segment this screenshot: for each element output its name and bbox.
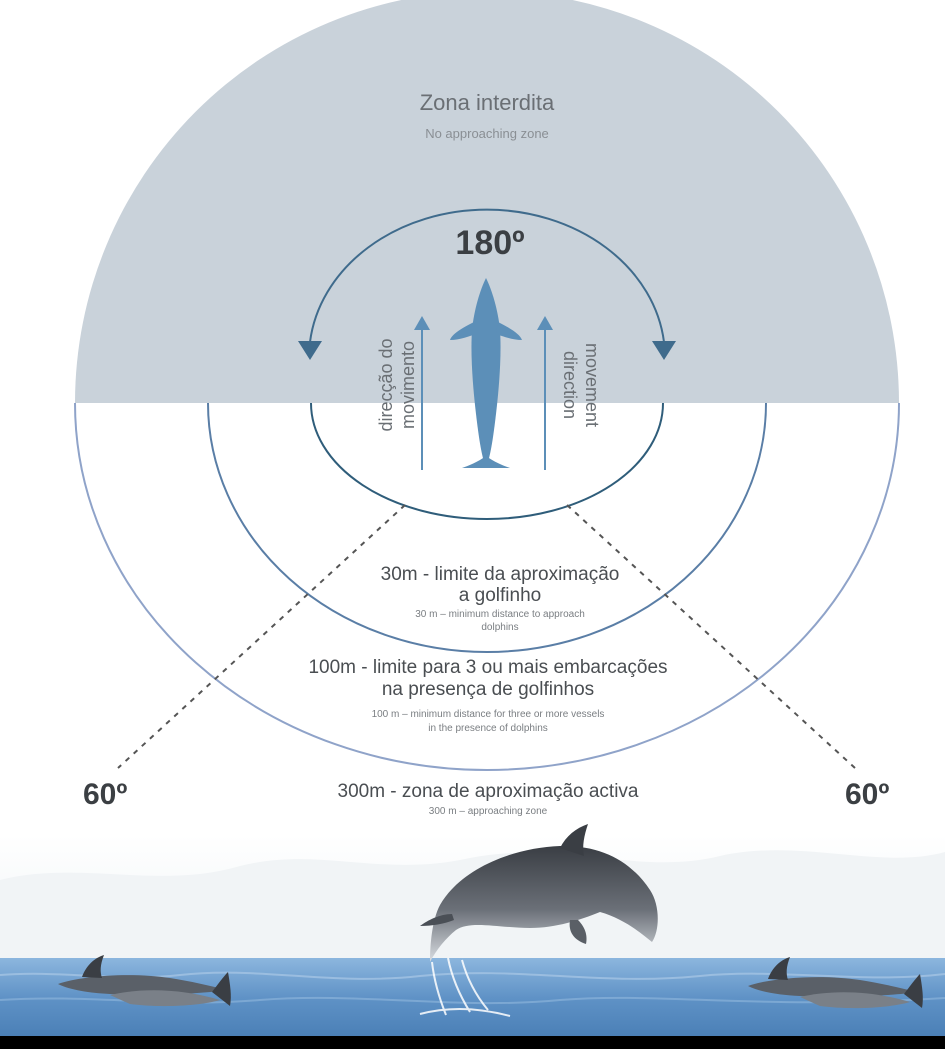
zone-100m-sub2: in the presence of dolphins xyxy=(428,723,548,734)
water-splash xyxy=(419,957,511,1017)
arc-arrowhead-left-icon xyxy=(298,341,322,360)
no-approach-subtitle: No approaching zone xyxy=(425,126,549,141)
no-approach-zone xyxy=(75,0,899,403)
direction-right-line2: direction xyxy=(560,351,580,419)
arc-arrowhead-right-icon xyxy=(652,341,676,360)
angle-180-label: 180º xyxy=(455,224,524,262)
direction-right-line1: movement xyxy=(582,343,602,427)
zone-100m-sub1: 100 m – minimum distance for three or mo… xyxy=(372,709,605,720)
zone-30m-line1: 30m - limite da aproximação xyxy=(381,564,620,585)
bottom-black-bar xyxy=(0,1036,945,1049)
arc-180-arrow xyxy=(309,208,665,343)
direction-label-left: direcção do movimento xyxy=(376,338,418,431)
zone-30m-line2: a golfinho xyxy=(459,585,541,606)
movement-arrowhead-right-icon xyxy=(537,316,553,330)
no-approach-title: Zona interdita xyxy=(420,90,555,115)
zone-30m-sub2: dolphins xyxy=(481,622,518,633)
direction-label-right: movement direction xyxy=(560,343,602,427)
zone-300m-sub1: 300 m – approaching zone xyxy=(429,806,548,817)
direction-left-line2: movimento xyxy=(398,341,418,429)
swimming-dolphins-right-icon xyxy=(748,957,923,1009)
ring-30m xyxy=(310,402,664,520)
zone-30m-sub1: 30 m – minimum distance to approach xyxy=(415,609,585,620)
ring-300m xyxy=(74,402,900,771)
dolphin-topview-icon xyxy=(450,278,522,468)
zone-300m-line1: 300m - zona de aproximação activa xyxy=(338,781,639,802)
dashed-line-left xyxy=(117,504,406,769)
angle-60-right-label: 60º xyxy=(845,778,889,811)
leaping-dolphin-icon xyxy=(420,824,658,962)
swimming-dolphins-left-icon xyxy=(58,955,231,1007)
direction-left-line1: direcção do xyxy=(376,338,396,431)
movement-arrowhead-left-icon xyxy=(414,316,430,330)
ring-100m xyxy=(207,402,767,653)
zone-100m-line1: 100m - limite para 3 ou mais embarcações xyxy=(308,657,667,678)
angle-60-left-label: 60º xyxy=(83,778,127,811)
dashed-line-right xyxy=(566,504,856,769)
zone-100m-line2: na presença de golfinhos xyxy=(382,679,594,700)
